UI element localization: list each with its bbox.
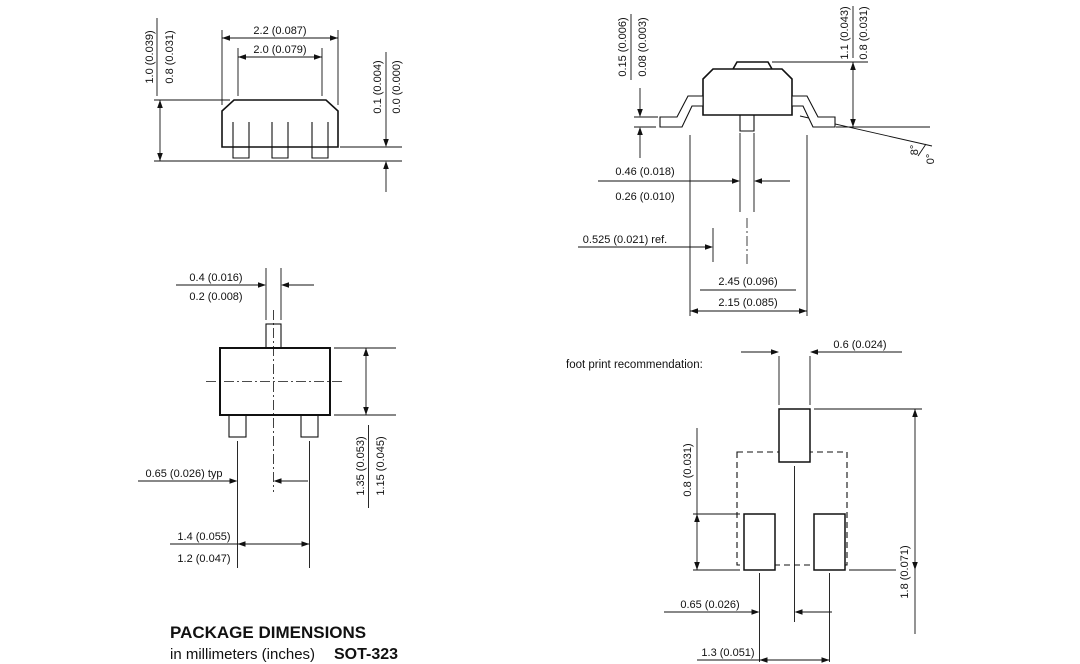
footprint-dim-pad-height: 0.8 (0.031): [682, 443, 694, 496]
top-dim-body-depth-max: 1.35 (0.053): [355, 436, 367, 495]
side-center-lead: [739, 115, 755, 132]
footprint-view: foot print recommendation: 0.6 (0.024) 0…: [566, 339, 922, 663]
side-dim-body-height-max: 1.1 (0.043): [839, 6, 851, 59]
top-centerlines: [206, 310, 344, 492]
top-dim-lead-width-max: 0.4 (0.016): [189, 272, 242, 284]
front-body-outline: [221, 99, 339, 148]
side-view: 0.15 (0.006) 0.08 (0.003) 1.1 (0.043) 0.…: [578, 6, 937, 316]
front-dim-height-min: 0.8 (0.031): [164, 30, 176, 83]
side-dim-body-height-min: 0.8 (0.031): [858, 6, 870, 59]
side-dim-angle-max: 8°: [909, 145, 921, 156]
top-view: 0.4 (0.016) 0.2 (0.008) 0.65 (0.026) typ…: [138, 268, 396, 568]
footprint-label: foot print recommendation:: [566, 359, 703, 371]
footprint-pad-top: [778, 408, 811, 463]
side-dim-span-min: 2.15 (0.085): [718, 297, 777, 309]
front-view: 2.2 (0.087) 2.0 (0.079) 1.0 (0.039) 0.8 …: [144, 18, 403, 192]
top-dim-body-depth-min: 1.15 (0.045): [375, 436, 387, 495]
front-dimension-lines: [154, 18, 402, 192]
top-dim-span-min: 1.2 (0.047): [177, 553, 230, 565]
front-leads: [232, 122, 329, 159]
side-dim-angle-min: 0°: [925, 154, 937, 165]
top-lead-top: [265, 323, 282, 349]
side-dim-lead-thickness-max: 0.15 (0.006): [617, 17, 629, 76]
side-dim-lead-thickness-min: 0.08 (0.003): [637, 17, 649, 76]
footprint-dim-pad-pitch: 0.65 (0.026): [680, 599, 739, 611]
footprint-pad-bottom-left: [743, 513, 776, 571]
side-dim-lead-width-min: 0.26 (0.010): [615, 191, 674, 203]
footprint-dim-pad-span: 1.3 (0.051): [701, 647, 754, 659]
top-dim-pitch: 0.65 (0.026) typ: [145, 468, 222, 480]
front-dim-width-min: 2.0 (0.079): [253, 44, 306, 56]
front-dim-standoff-max: 0.1 (0.004): [372, 60, 384, 113]
footprint-dim-overall-height: 1.8 (0.071): [899, 545, 911, 598]
side-dim-lead-width-max: 0.46 (0.018): [615, 166, 674, 178]
side-dim-reference: 0.525 (0.021) ref.: [583, 234, 667, 246]
side-dim-span-max: 2.45 (0.096): [718, 276, 777, 288]
top-dim-lead-width-min: 0.2 (0.008): [189, 291, 242, 303]
footprint-dimension-arrowheads: [694, 349, 918, 663]
top-dimension-lines: [138, 268, 396, 568]
page-title: PACKAGE DIMENSIONS: [170, 623, 366, 642]
footprint-dim-pad-width: 0.6 (0.024): [833, 339, 886, 351]
footprint-pad-bottom-right: [813, 513, 846, 571]
side-left-lead: [659, 95, 704, 128]
side-dimension-lines: [578, 6, 933, 316]
top-lead-bottom-right: [300, 414, 319, 438]
page-subtitle: in millimeters (inches): [170, 646, 315, 663]
side-body-outline: [702, 61, 793, 116]
top-lead-bottom-left: [228, 414, 247, 438]
front-dim-width-max: 2.2 (0.087): [253, 25, 306, 37]
top-dim-span-max: 1.4 (0.055): [177, 531, 230, 543]
title-block: PACKAGE DIMENSIONS in millimeters (inche…: [170, 623, 398, 663]
front-dim-standoff-min: 0.0 (0.000): [391, 60, 403, 113]
front-dim-height-max: 1.0 (0.039): [144, 30, 156, 83]
side-right-lead: [791, 95, 836, 128]
package-name: SOT-323: [334, 646, 398, 663]
footprint-dimension-lines: [664, 351, 922, 662]
